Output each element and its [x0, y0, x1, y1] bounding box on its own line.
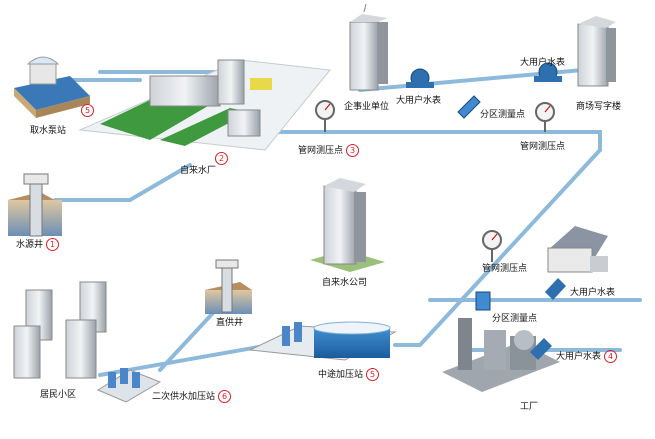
label-pressure-point-2: 管网测压点 [520, 142, 566, 152]
meter-big-user-2-icon [534, 62, 562, 82]
relay-pump-icon [248, 321, 397, 361]
label-commercial-building: 商场写字楼 [576, 102, 622, 112]
residential-buildings-icon [13, 281, 107, 379]
secondary-pump-icon [96, 368, 162, 403]
meter-big-user-4-icon [530, 338, 552, 360]
gauge-1-icon [315, 100, 335, 132]
label-big-user-meter-2: 大用户水表 [520, 58, 566, 68]
big-user-building-icon [547, 226, 608, 273]
label-water-company: 自来水公司 [322, 278, 368, 288]
label-factory: 工厂 [520, 402, 539, 412]
intake-pump-station-icon [14, 56, 90, 118]
gauge-3-icon [482, 230, 502, 262]
pipe-enterprise-to-commercial [358, 66, 607, 92]
label-big-user-meter-1: 大用户水表 [396, 96, 442, 106]
label-enterprise: 企事业单位 [344, 102, 390, 112]
zone-meter-1-icon [457, 95, 481, 119]
marker-plant: 2 [212, 152, 228, 165]
water-company-building-icon [310, 178, 385, 272]
source-well-icon [8, 173, 62, 237]
label-big-user-meter-3: 大用户水表 [570, 288, 616, 298]
pipe-well-to-plant [53, 163, 192, 202]
label-pressure-point-3: 管网测压点 [482, 264, 528, 274]
zone-meter-2-icon [475, 291, 491, 311]
meter-big-user-3-icon [545, 278, 566, 300]
label-zone-meter-2: 分区测量点 [492, 314, 538, 324]
factory-icon [442, 318, 560, 392]
gauge-2-icon [535, 102, 555, 132]
pipe-main-east [263, 130, 602, 152]
label-zone-meter-1: 分区测量点 [480, 110, 526, 120]
label-residential: 居民小区 [40, 390, 77, 400]
commercial-building-icon [577, 16, 616, 87]
pipe-main-down [393, 148, 602, 347]
label-intake-pump-station: 取水泵站 [30, 126, 67, 136]
label-water-plant: 自来水厂 [180, 166, 217, 176]
marker-intake: 5 [78, 104, 94, 117]
meter-big-user-1-icon [406, 68, 434, 88]
label-direct-well: 直供井 [216, 318, 244, 328]
direct-well-icon [205, 259, 252, 314]
enterprise-building-icon [349, 3, 388, 91]
water-plant-icon [78, 59, 331, 151]
